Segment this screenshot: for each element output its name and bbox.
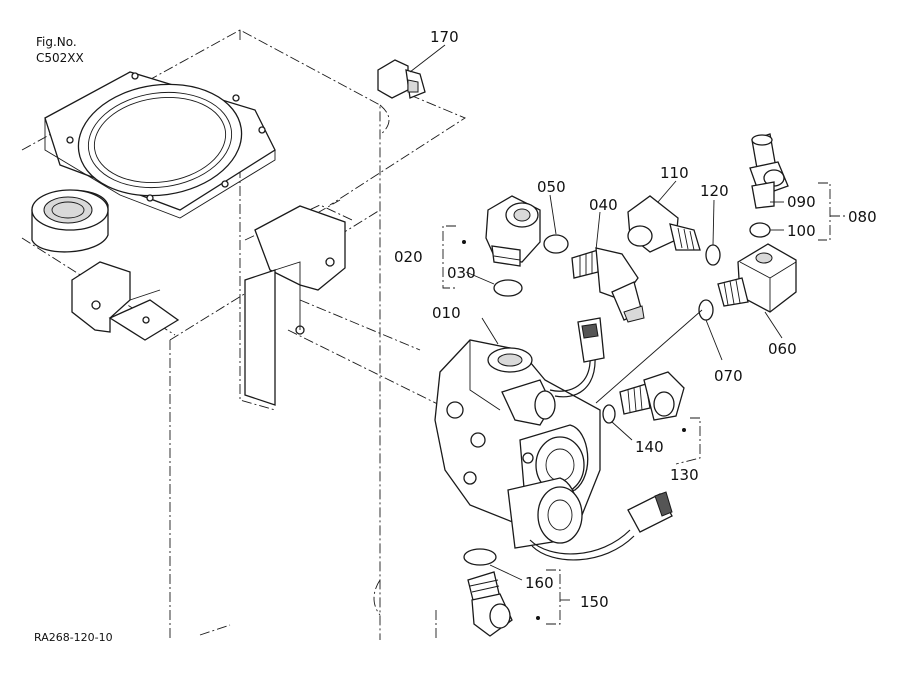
part-070-o-ring (698, 299, 714, 321)
filler-port (31, 189, 109, 253)
leader-lines (409, 44, 784, 581)
mount-bracket-left (71, 261, 180, 341)
part-120-o-ring (705, 244, 721, 266)
callout-160: 160 (525, 574, 554, 592)
callout-labels: 170 050 040 110 120 090 100 080 020 030 … (394, 28, 877, 611)
part-030-o-ring (493, 279, 523, 297)
part-040-sensor (571, 247, 645, 323)
part-090-tee (749, 133, 789, 209)
callout-150: 150 (580, 593, 609, 611)
group-brackets (442, 182, 846, 625)
callout-100: 100 (787, 222, 816, 240)
part-050-o-ring (543, 234, 569, 254)
fig-number: C502XX (36, 51, 84, 65)
part-170-plug (377, 59, 426, 99)
callout-130: 130 (670, 466, 699, 484)
callout-070: 070 (714, 367, 743, 385)
part-060-block (717, 243, 797, 313)
callout-030: 030 (447, 264, 476, 282)
part-140-o-ring (602, 404, 616, 424)
callout-060: 060 (768, 340, 797, 358)
tank-flange (44, 71, 276, 219)
wiring-harness (529, 317, 673, 561)
callout-170: 170 (430, 28, 459, 46)
callout-120: 120 (700, 182, 729, 200)
solenoid-coils (507, 424, 589, 549)
part-020-elbow (485, 195, 541, 267)
part-150-elbow (467, 571, 513, 637)
part-100-o-ring (749, 222, 771, 238)
part-130-elbow (619, 371, 685, 421)
part-110-fitting (627, 195, 701, 253)
part-160-o-ring (463, 548, 497, 566)
callout-080: 080 (848, 208, 877, 226)
callout-110: 110 (660, 164, 689, 182)
drawing-code: RA268-120-10 (34, 631, 113, 644)
callout-140: 140 (635, 438, 664, 456)
mount-bracket-mid (244, 205, 346, 406)
callout-090: 090 (787, 193, 816, 211)
callout-040: 040 (589, 196, 618, 214)
callout-020: 020 (394, 248, 423, 266)
fig-label: Fig.No. (36, 35, 77, 49)
callout-050: 050 (537, 178, 566, 196)
callout-010: 010 (432, 304, 461, 322)
